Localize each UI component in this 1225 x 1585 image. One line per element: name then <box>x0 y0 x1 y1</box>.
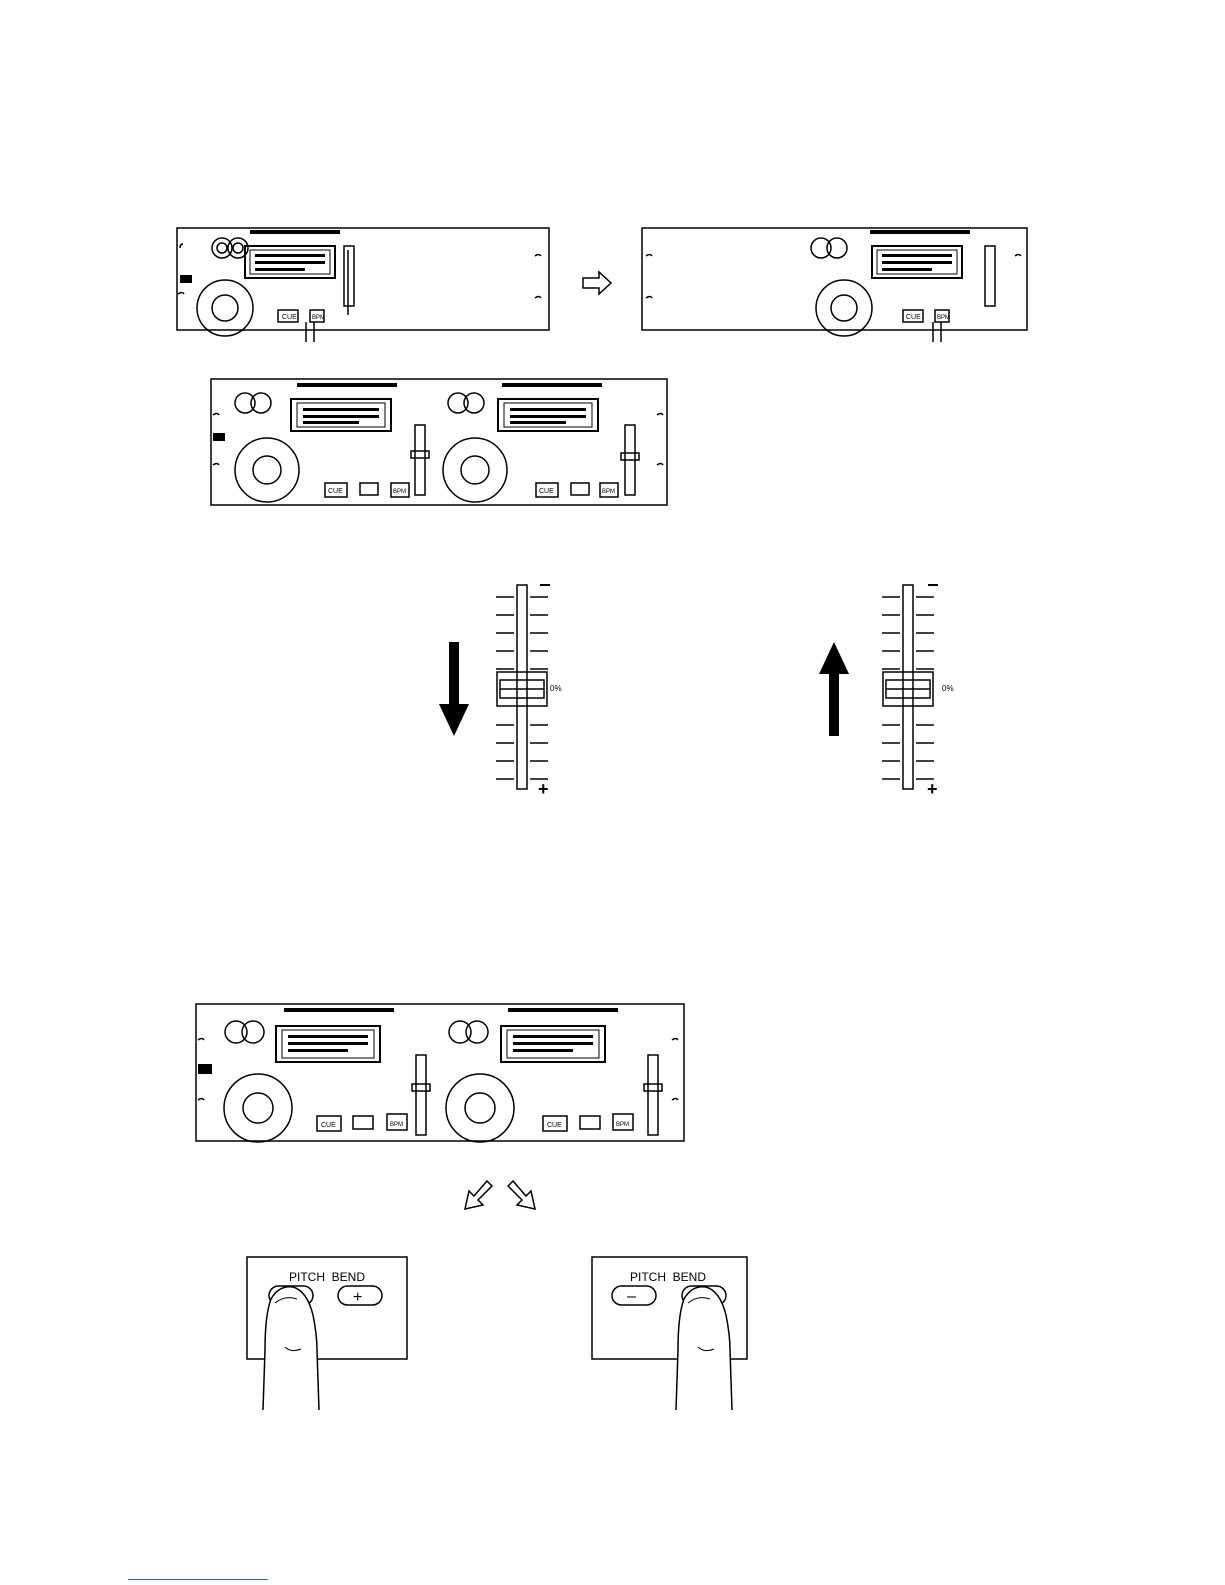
pitch-bend-label: PITCH BEND <box>289 1270 365 1284</box>
left-deck-cue-label: CUE <box>321 1122 336 1129</box>
pitch-bend-panel-left: PITCH BEND – + <box>245 1255 415 1410</box>
pitch-bend-panel-right: PITCH BEND – + <box>590 1255 760 1410</box>
minus-icon: – <box>627 1288 636 1305</box>
right-unit-cue-label: CUE <box>906 314 921 321</box>
figure-dual-controller-bottom: CUE CUE BPM BPM <box>190 1000 690 1150</box>
pitch-bend-label: PITCH BEND <box>630 1270 706 1284</box>
down-left-arrow-icon <box>465 1181 492 1209</box>
right-deck-cue-label: CUE <box>539 488 554 495</box>
left-unit-cue-label: CUE <box>282 314 297 321</box>
split-arrows <box>455 1175 545 1215</box>
left-unit-bpm-label: BPM <box>312 315 325 321</box>
left-deck-bpm-label: BPM <box>393 489 406 495</box>
right-unit-bpm-label: BPM <box>937 315 950 321</box>
slider-plus-label: + <box>538 779 549 799</box>
figure-pitch-slider-right: 0% + <box>810 580 960 800</box>
figure-dual-controller-top: CUE CUE BPM BPM <box>205 375 675 510</box>
figure-pitch-slider-left: 0% + <box>430 580 580 800</box>
right-single-unit <box>642 228 1027 342</box>
left-single-unit <box>177 228 549 342</box>
figure-single-units: CUE BPM CUE BPM <box>170 220 1040 345</box>
controller-body <box>211 379 667 505</box>
slider-plus-label: + <box>927 779 938 799</box>
down-arrow-icon <box>439 642 469 736</box>
pressing-finger-icon <box>263 1287 319 1410</box>
pressing-finger-icon <box>676 1287 732 1410</box>
down-right-arrow-icon <box>508 1181 535 1209</box>
right-deck-bpm-label: BPM <box>602 489 615 495</box>
right-deck-bpm-label: BPM <box>616 1122 629 1128</box>
right-arrow-icon <box>583 272 611 294</box>
left-deck-bpm-label: BPM <box>390 1122 403 1128</box>
left-deck-cue-label: CUE <box>328 488 343 495</box>
footer-rule <box>128 1579 268 1580</box>
controller-body <box>196 1004 684 1141</box>
up-arrow-icon <box>819 642 849 736</box>
right-deck-cue-label: CUE <box>547 1122 562 1129</box>
slider-zero-label: 0% <box>550 684 562 693</box>
plus-icon: + <box>353 1289 362 1306</box>
slider-zero-label: 0% <box>942 684 954 693</box>
